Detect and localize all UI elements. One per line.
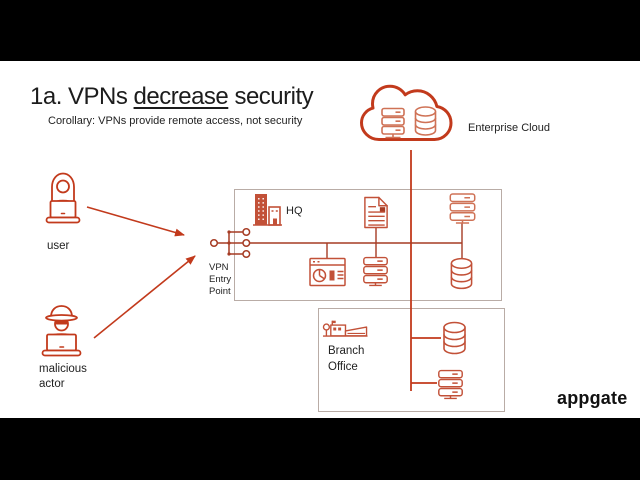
title-underlined-word: decrease xyxy=(133,83,229,110)
document-icon xyxy=(364,196,388,229)
user-access-arrow xyxy=(86,206,185,237)
title-pre: 1a. VPNs xyxy=(30,83,134,110)
page-title: 1a. VPNs decrease security xyxy=(30,83,314,111)
dashboard-icon xyxy=(309,257,346,287)
enterprise-cloud-label: Enterprise Cloud xyxy=(468,122,550,134)
server-rack-icon xyxy=(438,369,463,400)
cloud-server-icon xyxy=(381,107,405,139)
title-post: security xyxy=(228,83,314,110)
malicious-access-arrow xyxy=(93,255,196,339)
hq-network-box xyxy=(234,189,502,301)
server-rack-icon xyxy=(363,256,388,287)
appgate-logo: appgate xyxy=(557,388,628,408)
cloud-icon xyxy=(360,84,453,141)
database-icon xyxy=(443,321,466,355)
branch-building-icon xyxy=(322,320,368,337)
hq-label: HQ xyxy=(286,205,303,217)
user-label: user xyxy=(47,240,70,252)
letterbox-bottom xyxy=(0,418,640,480)
letterbox-top xyxy=(0,0,640,61)
server-rack-icon xyxy=(449,193,476,224)
office-building-icon xyxy=(253,194,282,226)
vpn-entry-point-label: VPN Entry Point xyxy=(209,262,232,297)
connector-lines xyxy=(86,150,463,391)
branch-office-label: Branch Office xyxy=(328,345,365,373)
slide: 1a. VPNs decrease security Corollary: VP… xyxy=(0,61,640,418)
subtitle: Corollary: VPNs provide remote access, n… xyxy=(48,115,303,127)
database-icon xyxy=(450,257,473,290)
hacker-at-laptop-icon xyxy=(41,305,82,357)
vpn-fanout-icon xyxy=(209,227,251,259)
user-at-laptop-icon xyxy=(45,172,81,224)
cloud-database-icon xyxy=(414,106,437,136)
malicious-actor-label: malicious actor xyxy=(39,363,87,390)
